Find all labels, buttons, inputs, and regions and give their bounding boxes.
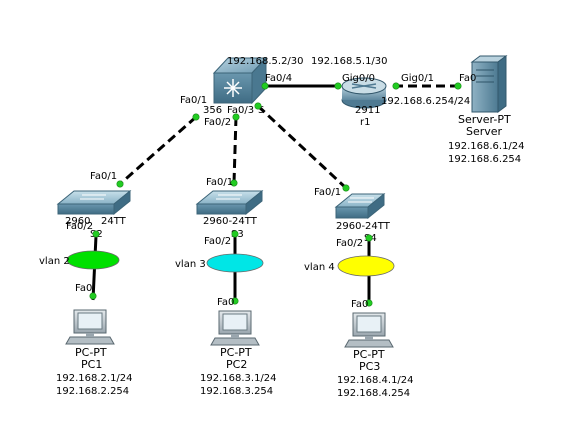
link-ml-s3[interactable] <box>232 116 238 184</box>
s2-fa01-label: Fa0/1 <box>90 171 117 182</box>
vlan-2-ellipse <box>66 250 120 270</box>
router-name: r1 <box>360 117 370 128</box>
s3-fa01-label: Fa0/1 <box>206 177 233 188</box>
s3-model: 2960-24TT <box>203 216 258 227</box>
ml-fa04-label: Fa0/4 <box>265 73 292 84</box>
port-light-pc1-fa0 <box>89 292 97 300</box>
s2-fa02-label: Fa0/2 <box>66 221 93 232</box>
server[interactable]: Server-PT Server 192.168.6.1/24 192.168.… <box>448 55 525 165</box>
pc1-name: PC1 <box>81 358 102 371</box>
port-light-ml-fa01 <box>192 113 200 121</box>
pc3[interactable]: PC-PT PC3 192.168.4.1/24 192.168.4.254 <box>337 312 414 399</box>
pc1-type: PC-PT <box>75 346 107 359</box>
ml-fa01-label: Fa0/1 <box>180 95 207 106</box>
port-light-ml-fa03 <box>254 102 262 110</box>
s2-model-right: 24TT <box>101 216 127 227</box>
vlan-4[interactable]: vlan 4 <box>304 255 395 277</box>
pc1-fa0-label: Fa0 <box>75 283 92 294</box>
pc-icon <box>65 309 115 345</box>
server-type: Server-PT <box>458 113 511 126</box>
pc1[interactable]: PC-PT PC1 192.168.2.1/24 192.168.2.254 <box>56 309 133 397</box>
link-ml-s4[interactable] <box>256 104 348 190</box>
s4-fa02-label: Fa0/2 <box>336 238 363 249</box>
router[interactable]: 2911 r1 <box>341 77 387 128</box>
port-light-pc3-fa0 <box>365 299 373 307</box>
router-ip1-label: 192.168.5.1/30 <box>311 56 388 67</box>
pc2-type: PC-PT <box>220 346 252 359</box>
port-light-pc2-fa0 <box>231 297 239 305</box>
pc2[interactable]: PC-PT PC2 192.168.3.1/24 192.168.3.254 <box>200 310 277 397</box>
ml-ip-label: 192.168.5.2/30 <box>227 56 304 67</box>
server-bays-icon <box>476 69 494 83</box>
links <box>91 84 458 304</box>
ml-fa02-label: Fa0/2 <box>204 117 231 128</box>
pc2-fa0-label: Fa0 <box>217 297 234 308</box>
s2-model-left: 2960 <box>65 216 90 227</box>
port-light-r-gig01 <box>392 82 400 90</box>
pc1-gateway: 192.168.2.254 <box>56 386 129 397</box>
pc1-ip: 192.168.2.1/24 <box>56 373 133 384</box>
pc3-ip: 192.168.4.1/24 <box>337 375 414 386</box>
port-light-s2-fa02 <box>92 230 100 238</box>
port-light-ml-fa04 <box>261 82 269 90</box>
s3-fa02-label: Fa0/2 <box>204 236 231 247</box>
ml-label-right: S <box>258 105 264 116</box>
router-model: 2911 <box>355 105 380 116</box>
port-light-s4-fa02 <box>365 234 373 242</box>
switch-arrows-icon <box>348 197 374 203</box>
switch-s3[interactable]: 2960-24TT S3 <box>195 189 264 240</box>
port-light-s3-fa01 <box>230 179 238 187</box>
s4-model: 2960-24TT <box>336 221 391 232</box>
server-gateway: 192.168.6.254 <box>448 154 521 165</box>
vlan-4-label: vlan 4 <box>304 262 335 273</box>
pc-icon <box>344 312 394 348</box>
vlan-2-label: vlan 2 <box>39 256 70 267</box>
port-labels: 192.168.5.2/30 192.168.5.1/30 Fa0/4 Gig0… <box>66 56 476 310</box>
server-fa0-label: Fa0 <box>459 73 476 84</box>
port-light-s3-fa02 <box>231 230 239 238</box>
pc3-type: PC-PT <box>353 348 385 361</box>
switch-arrows-icon <box>80 194 106 200</box>
pc3-name: PC3 <box>359 360 380 373</box>
router-ip2-label: 192.168.6.254/24 <box>381 96 470 107</box>
server-name: Server <box>466 125 503 138</box>
port-status-lights <box>89 82 462 307</box>
vlan-3-ellipse <box>206 253 264 273</box>
server-ip: 192.168.6.1/24 <box>448 141 525 152</box>
multilayer-switch-icon <box>224 79 242 97</box>
vlan-2[interactable]: vlan 2 <box>39 250 120 270</box>
ml-label-mid: Fa0/3 <box>227 105 254 116</box>
pc2-ip: 192.168.3.1/24 <box>200 373 277 384</box>
port-light-s2-fa01 <box>116 180 124 188</box>
router-gig01-label: Gig0/1 <box>401 73 434 84</box>
pc3-fa0-label: Fa0 <box>351 299 368 310</box>
router-gig00-label: Gig0/0 <box>342 73 375 84</box>
pc3-gateway: 192.168.4.254 <box>337 388 410 399</box>
vlan-3-label: vlan 3 <box>175 259 206 270</box>
ml-label-left: 356 <box>203 105 222 116</box>
s4-fa01-label: Fa0/1 <box>314 187 341 198</box>
link-ml-s2[interactable] <box>119 115 197 186</box>
port-light-srv-fa0 <box>454 82 462 90</box>
pc-icon <box>210 310 260 346</box>
pc2-gateway: 192.168.3.254 <box>200 386 273 397</box>
port-light-r-gig00 <box>334 82 342 90</box>
port-light-ml-fa02 <box>232 113 240 121</box>
vlan-4-ellipse <box>337 255 395 277</box>
port-light-s4-fa01 <box>342 184 350 192</box>
switch-s4[interactable]: 2960-24TT S4 <box>334 192 391 244</box>
router-arrows-icon <box>351 83 377 89</box>
pc2-name: PC2 <box>226 358 247 371</box>
vlan-3[interactable]: vlan 3 <box>175 253 264 273</box>
switch-arrows-icon <box>216 194 242 200</box>
